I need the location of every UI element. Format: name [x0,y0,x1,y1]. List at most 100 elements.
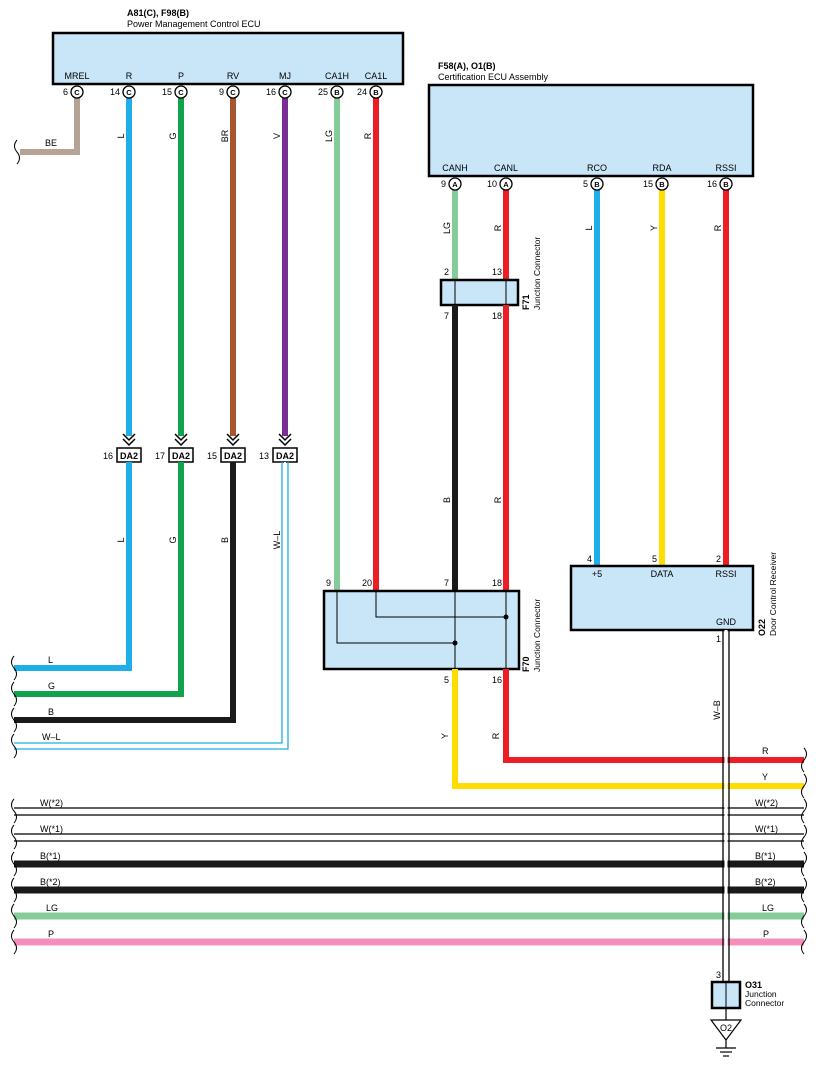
label-br-top: BR [220,129,230,142]
label-f70-y: Y [440,733,450,739]
da2-connector-13: 13 DA2 [259,447,298,463]
pm-pin-rv: 9 C [219,85,240,99]
bus-label-right: P [763,929,769,939]
o31-name-1: Junction [745,989,777,999]
cert-pin-conn: A [452,180,458,189]
wire-be [20,98,80,155]
f71-pin-tl: 2 [444,267,449,277]
f70-pin-t3: 7 [444,578,449,588]
o22-pin-label: +5 [592,569,602,579]
ground-icon [716,1047,736,1057]
pm-pin-num-6: 6 [63,87,68,97]
left-bus-label-g: G [48,681,55,691]
pm-pin-num-14: 14 [110,87,120,97]
label-f71-b: B [442,497,452,503]
bus-label-left: W(*1) [40,824,63,834]
label-wl-mid: W–L [272,531,282,550]
o31-code: O31 [745,980,762,990]
f71-pin-br: 18 [492,311,502,321]
label-be: BE [45,138,57,148]
f70-splice-dot [452,640,458,646]
pm-pin-conn-6: B [373,88,379,97]
left-bus-label-l: L [48,655,53,665]
cert-pin-num: 15 [643,179,653,189]
o22-gnd-num: 1 [716,634,721,644]
left-bus-label-wl: W–L [42,732,61,742]
cert-ecu-name: Certification ECU Assembly [438,72,549,82]
bus-label-left: B(*2) [40,877,61,887]
bus-label-right: B(*1) [755,851,776,861]
da2-num: 15 [207,451,217,461]
f71-name: Junction Connector [532,237,542,310]
pm-pin-conn-5: B [334,88,340,97]
da2-chevrons [122,433,292,447]
f70-pin-t1: 9 [326,578,331,588]
cert-pin-rco: 5 B [583,177,604,191]
pm-pin-ca1h: 25 B [318,85,344,99]
wire-g-mid [14,462,184,697]
cert-ecu-box [427,83,755,178]
f70-pin-b1: 5 [444,675,449,685]
f70-splice-dot [503,614,509,620]
label-f70-r: R [491,732,501,739]
wire-f70-y [452,669,804,789]
pm-pin-num-25: 25 [318,87,328,97]
pm-pin-conn-4: C [282,88,288,97]
right-bus-label-y: Y [762,772,768,782]
label-b-mid: B [220,537,230,543]
cert-pin-canh: 9 A [441,177,462,191]
label-l-top: L [116,133,126,138]
f71-pin-tr: 13 [492,267,502,277]
da2-num: 17 [155,451,165,461]
f71-name-text: Junction Connector [532,237,542,310]
pm-pin-num-24: 24 [357,87,367,97]
pm-ecu-code: A81(C), F98(B) [127,8,189,18]
cert-pin-label-canl: CANL [494,163,518,173]
da2-connector-15: 15 DA2 [207,447,246,463]
o22-pin-label: DATA [651,569,674,579]
wire-wl-outer-1 [14,462,283,744]
da2-label: DA2 [120,451,138,461]
cert-pin-num: 10 [487,179,497,189]
cert-pin-label-rda: RDA [652,163,671,173]
pm-pin-conn-1: C [126,88,132,97]
cert-pin-conn: B [723,180,729,189]
pm-pin-conn-0: C [74,88,80,97]
cert-pin-canl: 10 A [487,177,513,191]
cert-pin-conn: A [503,180,509,189]
da2-connector-16: 16 DA2 [103,447,142,463]
cert-pin-num: 9 [441,179,446,189]
cert-pin-label-rco: RCO [587,163,607,173]
pm-pin-label-ca1l: CA1L [365,71,388,81]
bus-label-right: W(*2) [755,798,778,808]
wire-wl-outer-2 [14,462,289,750]
bus-label-left: LG [46,903,58,913]
cert-pin-num: 16 [707,179,717,189]
pm-ecu-name: Power Management Control ECU [127,19,261,29]
o22-name: Door Control Receiver [768,552,778,636]
pm-pin-label-rv: RV [227,71,239,81]
cert-pin-num: 5 [583,179,588,189]
o22-pin-label: RSSI [715,569,736,579]
pm-pin-label-p: P [178,71,184,81]
pm-pin-num-9: 9 [219,87,224,97]
da2-connector-17: 17 DA2 [155,447,194,463]
o22-code: O22 [757,619,767,636]
ground-label: O2 [720,1023,732,1033]
cert-pin-conn: B [659,180,665,189]
pm-pin-ca1l: 24 B [357,85,383,99]
da2-label: DA2 [224,451,242,461]
o22-pin-num: 2 [716,554,721,564]
label-f71-r: R [493,496,503,503]
wire-b-mid [14,462,236,723]
f70-pin-t2: 20 [362,578,372,588]
f71-code: F71 [521,294,531,310]
wire-wl-core [14,462,286,747]
o31-name-2: Connector [745,998,784,1008]
label-gnd-wb: W–B [712,700,722,720]
pm-pin-mj: 16 C [266,85,292,99]
label-lg-top: LG [324,130,334,142]
break-mark-be [14,139,20,165]
left-bus-label-b: B [48,707,54,717]
